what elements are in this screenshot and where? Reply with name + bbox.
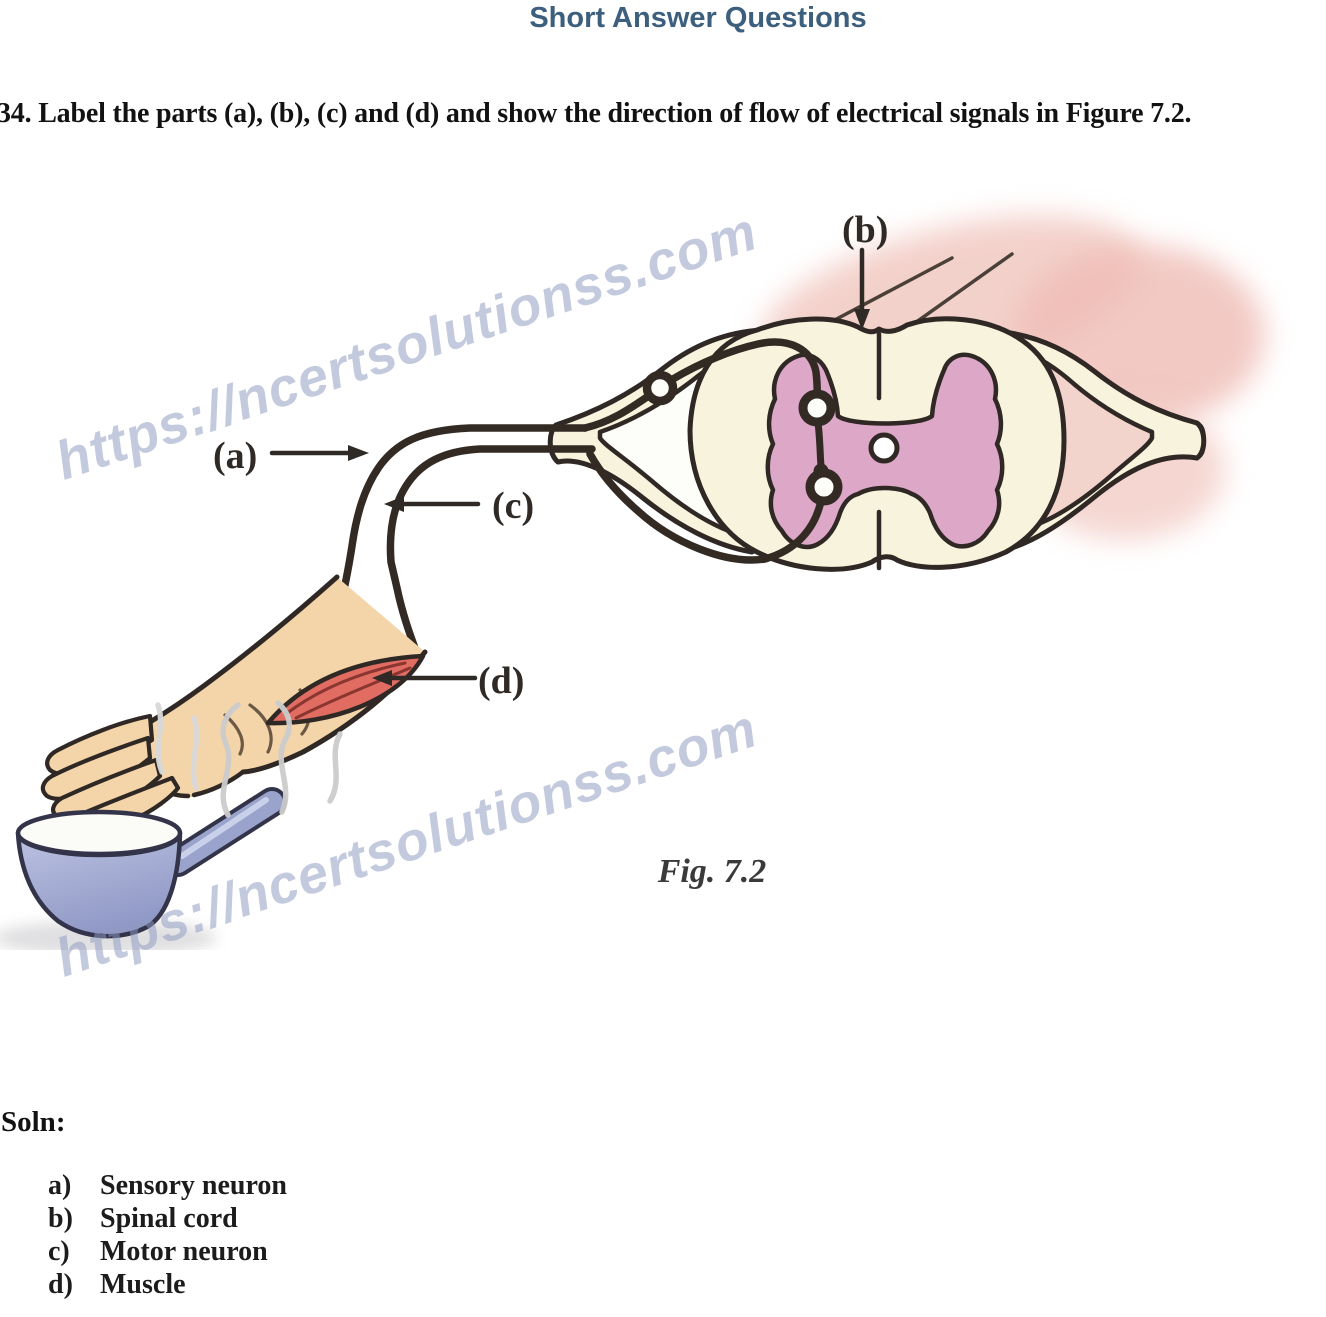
- central-canal: [868, 432, 900, 464]
- answer-row-b: b) Spinal cord: [0, 1203, 600, 1236]
- figure-caption: Fig. 7.2: [657, 853, 767, 890]
- interneuron: [814, 419, 825, 470]
- dorsal-root-ganglion: [642, 370, 678, 406]
- label-c: (c): [492, 485, 534, 527]
- answer-key: a): [48, 1170, 72, 1201]
- callouts: [269, 247, 870, 686]
- answer-text: Sensory neuron: [100, 1170, 287, 1201]
- question-text: 34. Label the parts (a), (b), (c) and (d…: [0, 98, 1192, 129]
- figure-7-2: (a) (b) (c) (d) Fig. 7.2: [0, 160, 1326, 956]
- steam: [155, 700, 343, 818]
- answer-row-a: a) Sensory neuron: [0, 1170, 600, 1203]
- answer-text: Motor neuron: [100, 1236, 268, 1267]
- answer-row-c: c) Motor neuron: [0, 1236, 600, 1269]
- spinal-nerve-end-cap: [1194, 421, 1207, 460]
- arm-fill: [143, 577, 425, 798]
- answer-key: d): [48, 1269, 73, 1300]
- arm: [40, 574, 428, 833]
- steam-wisp: [220, 702, 241, 818]
- label-b-arrowhead: [854, 309, 870, 330]
- answer-list: a) Sensory neuron b) Spinal cord c) Moto…: [0, 1170, 600, 1302]
- label-a: (a): [213, 435, 257, 477]
- muscle-striations: [284, 661, 412, 720]
- answer-text: Muscle: [100, 1269, 186, 1300]
- pan-rim: [15, 809, 183, 857]
- motor-fibre-in-cord: [586, 450, 825, 564]
- label-d-arrowhead: [372, 670, 392, 686]
- steam-wisp: [327, 731, 343, 804]
- answer-key: b): [48, 1203, 73, 1234]
- sensory-fibre-in-cord: [669, 338, 821, 406]
- reflex-arc-diagram: (a) (b) (c) (d) Fig. 7.2: [0, 209, 1265, 956]
- page-title: Short Answer Questions: [529, 2, 867, 34]
- synapse-knob-upper: [798, 389, 836, 427]
- steam-wisp: [190, 715, 200, 791]
- sensory-fibre-dorsal-root: [581, 393, 651, 432]
- answer-key: c): [48, 1236, 70, 1267]
- answer-row-d: d) Muscle: [0, 1269, 600, 1302]
- label-a-arrowhead: [348, 445, 369, 461]
- pan-handle-highlight: [179, 797, 269, 859]
- steam-wisp: [155, 702, 165, 775]
- solution-heading: Soln:: [1, 1106, 66, 1138]
- label-c-arrowhead: [384, 496, 404, 512]
- label-b: (b): [842, 209, 888, 251]
- synapse-knob-lower: [805, 468, 843, 506]
- arm-upper-contour: [147, 574, 340, 725]
- muscle: [265, 653, 426, 726]
- label-d: (d): [478, 660, 524, 702]
- answer-text: Spinal cord: [100, 1203, 238, 1234]
- hot-pan: [0, 787, 287, 956]
- pan-handle: [167, 791, 283, 873]
- motor-fibre-arm: [386, 445, 596, 655]
- steam-wisp: [275, 700, 292, 815]
